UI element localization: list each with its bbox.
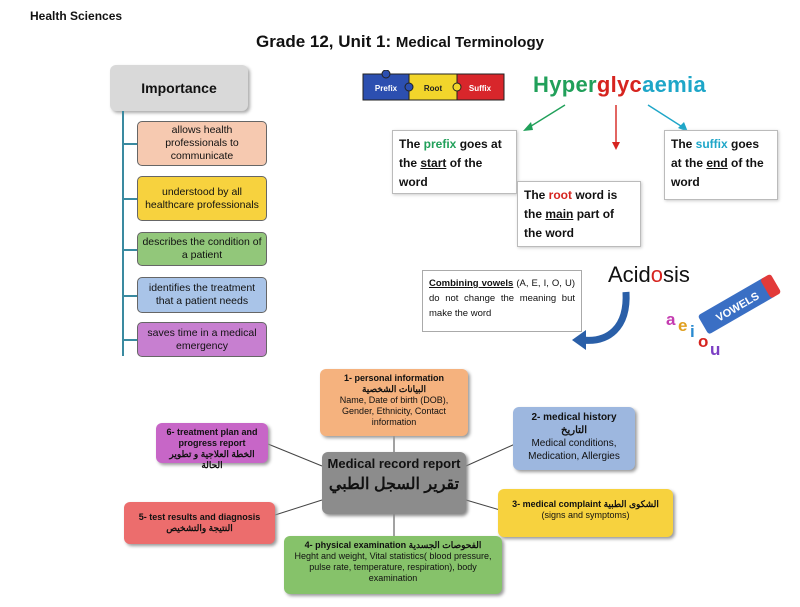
word-root: glyc bbox=[596, 72, 643, 97]
record-physical-exam: 4- physical examination الفحوصات الجسدية… bbox=[284, 536, 502, 594]
title-sub: Medical Terminology bbox=[395, 34, 544, 51]
connector-2 bbox=[123, 198, 137, 200]
svg-text:o: o bbox=[698, 332, 708, 351]
svg-text:i: i bbox=[690, 322, 695, 341]
title-main: Grade 12, Unit 1: bbox=[256, 32, 392, 51]
record-medical-history: 2- medical history التاريخ Medical condi… bbox=[513, 407, 635, 470]
importance-item-2: understood by all healthcare professiona… bbox=[137, 176, 267, 221]
word-prefix: Hyper bbox=[533, 72, 597, 97]
puzzle-suffix-piece bbox=[456, 73, 505, 101]
connector-4 bbox=[123, 295, 137, 297]
connector-3 bbox=[123, 249, 137, 251]
svg-text:u: u bbox=[710, 340, 720, 359]
marker-cap bbox=[761, 274, 781, 298]
vowels-marker-graphic: VOWELS a e i o u bbox=[666, 274, 781, 359]
importance-item-5: saves time in a medical emergency bbox=[137, 322, 267, 357]
acidosis-word: Acidosis bbox=[608, 262, 690, 287]
record-treatment-plan: 6- treatment plan and progress report ال… bbox=[156, 423, 268, 470]
record-medical-complaint: 3- medical complaint الشكوى الطبية (sign… bbox=[498, 489, 673, 537]
puzzle-prefix-label: Prefix bbox=[375, 84, 398, 93]
svg-text:e: e bbox=[678, 316, 687, 335]
importance-item-4: identifies the treatment that a patient … bbox=[137, 277, 267, 313]
suffix-explanation: The suffix goes at the end of the word bbox=[664, 130, 778, 200]
marker-body bbox=[698, 277, 776, 334]
puzzle-root-label: Root bbox=[424, 84, 443, 93]
connector-5 bbox=[123, 339, 137, 341]
importance-item-3: describes the condition of a patient bbox=[137, 232, 267, 266]
record-test-results: 5- test results and diagnosis النتيجة وا… bbox=[124, 502, 275, 544]
prefix-explanation: The prefix goes at the start of the word bbox=[392, 130, 517, 194]
page-title: Grade 12, Unit 1: Medical Terminology bbox=[0, 32, 800, 52]
puzzle-suffix-label: Suffix bbox=[469, 84, 492, 93]
importance-connector bbox=[122, 111, 124, 356]
puzzle-graphic: Prefix Root Suffix bbox=[362, 70, 505, 101]
subject-header: Health Sciences bbox=[30, 9, 123, 23]
word-arrows bbox=[523, 104, 688, 150]
word-suffix: aemia bbox=[642, 72, 706, 97]
puzzle-root-piece bbox=[408, 73, 458, 101]
medical-record-center: Medical record report تقرير السجل الطبي bbox=[322, 452, 466, 514]
connector-1 bbox=[123, 143, 137, 145]
combining-vowels-note: Combining vowels (A, E, I, O, U) do not … bbox=[422, 270, 582, 332]
record-personal-info: 1- personal information البيانات الشخصية… bbox=[320, 369, 468, 436]
importance-item-1: allows health professionals to communica… bbox=[137, 121, 267, 166]
svg-text:a: a bbox=[666, 310, 676, 329]
root-explanation: The root word is the main part of the wo… bbox=[517, 181, 641, 247]
importance-heading: Importance bbox=[110, 65, 248, 111]
curved-arrow-icon bbox=[572, 291, 630, 350]
example-word: Hyperglycaemia bbox=[533, 72, 706, 98]
